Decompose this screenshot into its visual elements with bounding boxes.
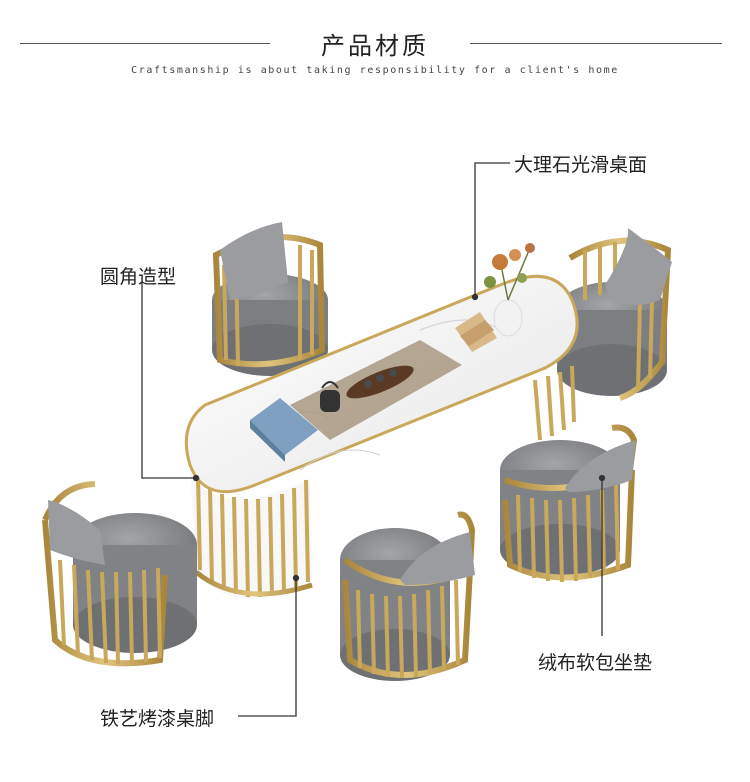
callout-line-tabletop	[474, 162, 510, 295]
teapot	[320, 381, 340, 412]
callout-lines	[141, 162, 606, 717]
table-leg-back	[533, 365, 576, 441]
callout-tabletop: 大理石光滑桌面	[514, 154, 648, 176]
callout-cushion: 绒布软包坐垫	[538, 652, 653, 674]
chair-back-right	[557, 228, 672, 401]
flower-vase	[484, 243, 535, 337]
header: 产品材质 Craftsmanship is about taking respo…	[0, 0, 750, 90]
callout-legs: 铁艺烤漆桌脚	[100, 708, 215, 730]
header-rule-right	[470, 43, 722, 44]
callout-line-rounded	[141, 282, 196, 479]
wood-blocks	[455, 312, 497, 352]
header-rule-left	[20, 43, 270, 44]
page-subtitle: Craftsmanship is about taking responsibi…	[131, 65, 619, 76]
chair-front-left	[42, 481, 197, 667]
callout-rounded: 圆角造型	[100, 266, 177, 288]
chair-front-middle	[340, 511, 476, 681]
marble-tabletop	[184, 243, 579, 494]
page-title: 产品材质	[321, 32, 429, 60]
chair-front-right	[500, 424, 638, 583]
chair-back-left	[212, 222, 328, 376]
callout-line-legs	[238, 578, 297, 717]
books	[250, 398, 318, 462]
table-leg-front	[190, 470, 313, 599]
